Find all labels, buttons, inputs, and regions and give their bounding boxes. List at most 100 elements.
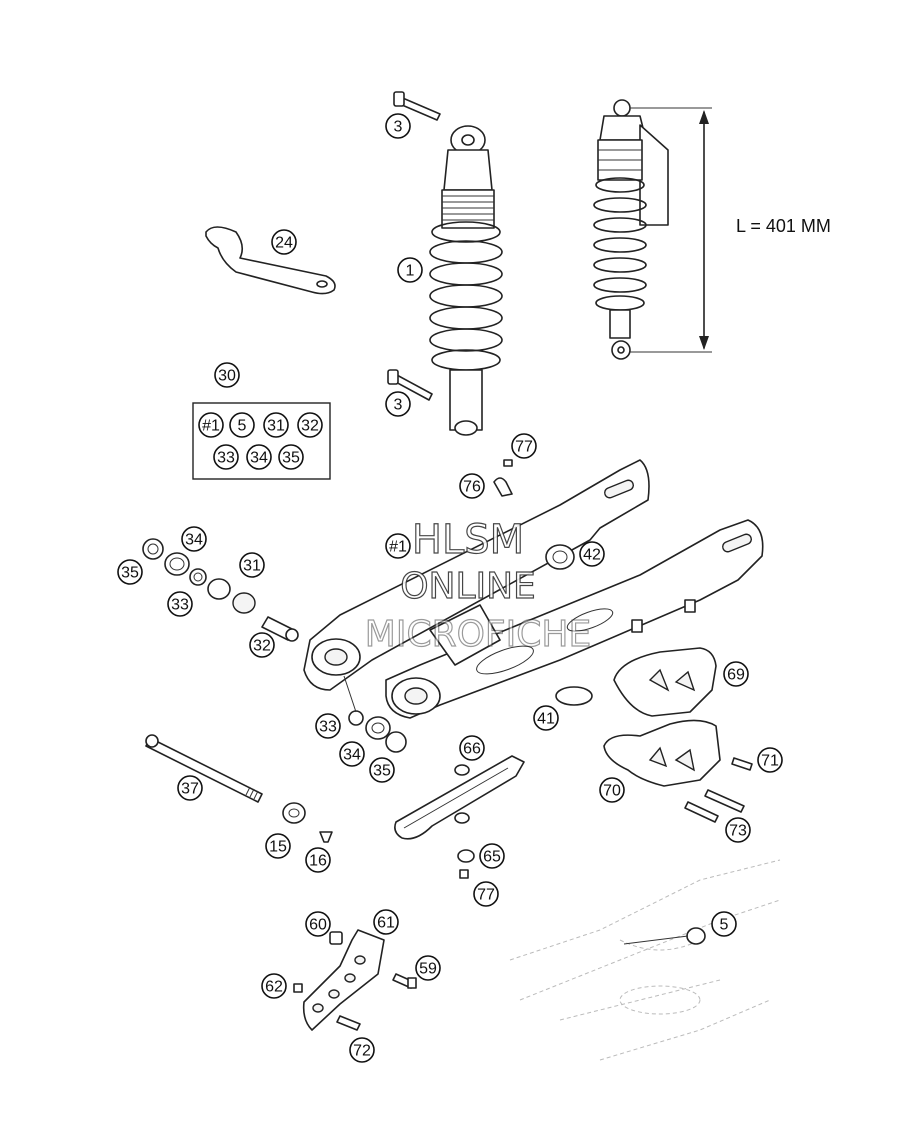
swingarm[interactable] — [303, 459, 764, 719]
kit-item-4-circle — [213, 444, 239, 470]
callout-c34a[interactable]: 34 — [181, 526, 207, 552]
callout-c32[interactable]: 32 — [249, 632, 275, 658]
kit-item-0[interactable]: #1 — [198, 412, 224, 438]
callout-c77a[interactable]: 77 — [511, 433, 537, 459]
callout-c24-circle — [271, 229, 297, 255]
callout-c33b[interactable]: 33 — [315, 713, 341, 739]
callout-c62[interactable]: 62 — [261, 973, 287, 999]
callout-c76-circle — [459, 473, 485, 499]
reference-shock — [593, 99, 712, 360]
pivot-sleeve-32[interactable] — [261, 616, 299, 642]
watermark-line2: ONLINE — [400, 566, 536, 607]
callout-c70[interactable]: 70 — [599, 777, 625, 803]
nut-62[interactable] — [293, 983, 303, 993]
callout-c34b[interactable]: 34 — [339, 741, 365, 767]
callout-c69[interactable]: 69 — [723, 661, 749, 687]
nut-5[interactable] — [623, 927, 706, 945]
bushing-60[interactable] — [329, 931, 343, 945]
chain-guide-bracket-61[interactable] — [302, 929, 385, 1031]
watermark: HLSM ONLINE MICROFICHE — [364, 516, 592, 655]
kit-item-2-label: 31 — [267, 418, 285, 435]
callout-c33b-circle — [315, 713, 341, 739]
callout-c42-label: 42 — [583, 547, 601, 564]
callout-c65[interactable]: 65 — [479, 843, 505, 869]
callout-c76[interactable]: 76 — [459, 473, 485, 499]
bolt-lower[interactable] — [387, 369, 433, 401]
callout-c1[interactable]: 1 — [397, 257, 423, 283]
callout-c35b[interactable]: 35 — [369, 757, 395, 783]
callout-kit-30[interactable]: 30 — [214, 362, 240, 388]
callout-c59[interactable]: 59 — [415, 955, 441, 981]
callout-c15-label: 15 — [269, 839, 287, 856]
cap-16[interactable] — [319, 831, 333, 843]
kit-item-2-circle — [263, 412, 289, 438]
screw-71[interactable] — [731, 757, 753, 771]
callout-c31-label: 31 — [243, 558, 261, 575]
callout-c42-circle — [579, 541, 605, 567]
pivot-seal-35b[interactable] — [385, 731, 407, 753]
pivot-shaft-37[interactable] — [145, 734, 263, 803]
shock-absorber[interactable] — [429, 125, 503, 436]
kit-item-3[interactable]: 32 — [297, 412, 323, 438]
callout-c73-circle — [725, 817, 751, 843]
callout-c31[interactable]: 31 — [239, 552, 265, 578]
screw-77-top[interactable] — [503, 459, 513, 467]
callout-c3b[interactable]: 3 — [385, 391, 411, 417]
screw-77-bottom[interactable] — [459, 869, 469, 879]
hook-wrench[interactable] — [205, 226, 336, 295]
bearing-cap-42[interactable] — [545, 544, 575, 570]
chain-slider-66[interactable] — [394, 755, 525, 840]
callout-c16[interactable]: 16 — [305, 847, 331, 873]
callout-c35a[interactable]: 35 — [117, 559, 143, 585]
callout-c73[interactable]: 73 — [725, 817, 751, 843]
kit-item-5[interactable]: 34 — [246, 444, 272, 470]
callout-c71-circle — [757, 747, 783, 773]
callout-c3a[interactable]: 3 — [385, 113, 411, 139]
callout-c71[interactable]: 71 — [757, 747, 783, 773]
pivot-seal-35a[interactable] — [142, 538, 164, 560]
screw-72[interactable] — [336, 1015, 361, 1031]
chain-guide-70[interactable] — [603, 719, 721, 787]
callout-c66[interactable]: 66 — [459, 735, 485, 761]
callout-c61[interactable]: 61 — [373, 909, 399, 935]
callout-c32-circle — [249, 632, 275, 658]
bolt-upper[interactable] — [393, 91, 441, 121]
clip-76[interactable] — [493, 477, 513, 497]
watermark-line1: HLSM — [412, 517, 524, 563]
callout-c33a[interactable]: 33 — [167, 591, 193, 617]
callout-c24-label: 24 — [275, 235, 293, 252]
pivot-ring-34b[interactable] — [365, 716, 391, 740]
pivot-washer-33a[interactable] — [189, 568, 207, 586]
callout-c42[interactable]: 42 — [579, 541, 605, 567]
callout-c59-circle — [415, 955, 441, 981]
washer-65[interactable] — [457, 849, 475, 863]
screw-73b[interactable] — [684, 801, 719, 823]
callout-c66-circle — [459, 735, 485, 761]
callout-c5[interactable]: 5 — [711, 911, 737, 937]
pivot-ring-34a[interactable] — [164, 552, 190, 576]
kit-item-1[interactable]: 5 — [229, 412, 255, 438]
kit-item-6[interactable]: 35 — [278, 444, 304, 470]
nut-15[interactable] — [282, 802, 306, 824]
callout-c24[interactable]: 24 — [271, 229, 297, 255]
kit-item-0-label: #1 — [202, 418, 220, 435]
watermark-line3: MICROFICHE — [365, 614, 591, 655]
pivot-washer-33b[interactable] — [348, 710, 364, 726]
chain-guide-69[interactable] — [613, 647, 717, 717]
callout-c15[interactable]: 15 — [265, 833, 291, 859]
screw-73a[interactable] — [704, 789, 745, 813]
callout-c37[interactable]: 37 — [177, 775, 203, 801]
pivot-bearing-31[interactable] — [207, 578, 256, 614]
screw-59[interactable] — [392, 973, 417, 989]
callout-kit-30-circle — [214, 362, 240, 388]
slider-41[interactable] — [555, 686, 593, 706]
callout-c77b[interactable]: 77 — [473, 881, 499, 907]
kit-item-4[interactable]: 33 — [213, 444, 239, 470]
callout-c72[interactable]: 72 — [349, 1037, 375, 1063]
callout-c60[interactable]: 60 — [305, 911, 331, 937]
callout-c41[interactable]: 41 — [533, 705, 559, 731]
kit-item-2[interactable]: 31 — [263, 412, 289, 438]
callout-c1b[interactable]: #1 — [385, 533, 411, 559]
